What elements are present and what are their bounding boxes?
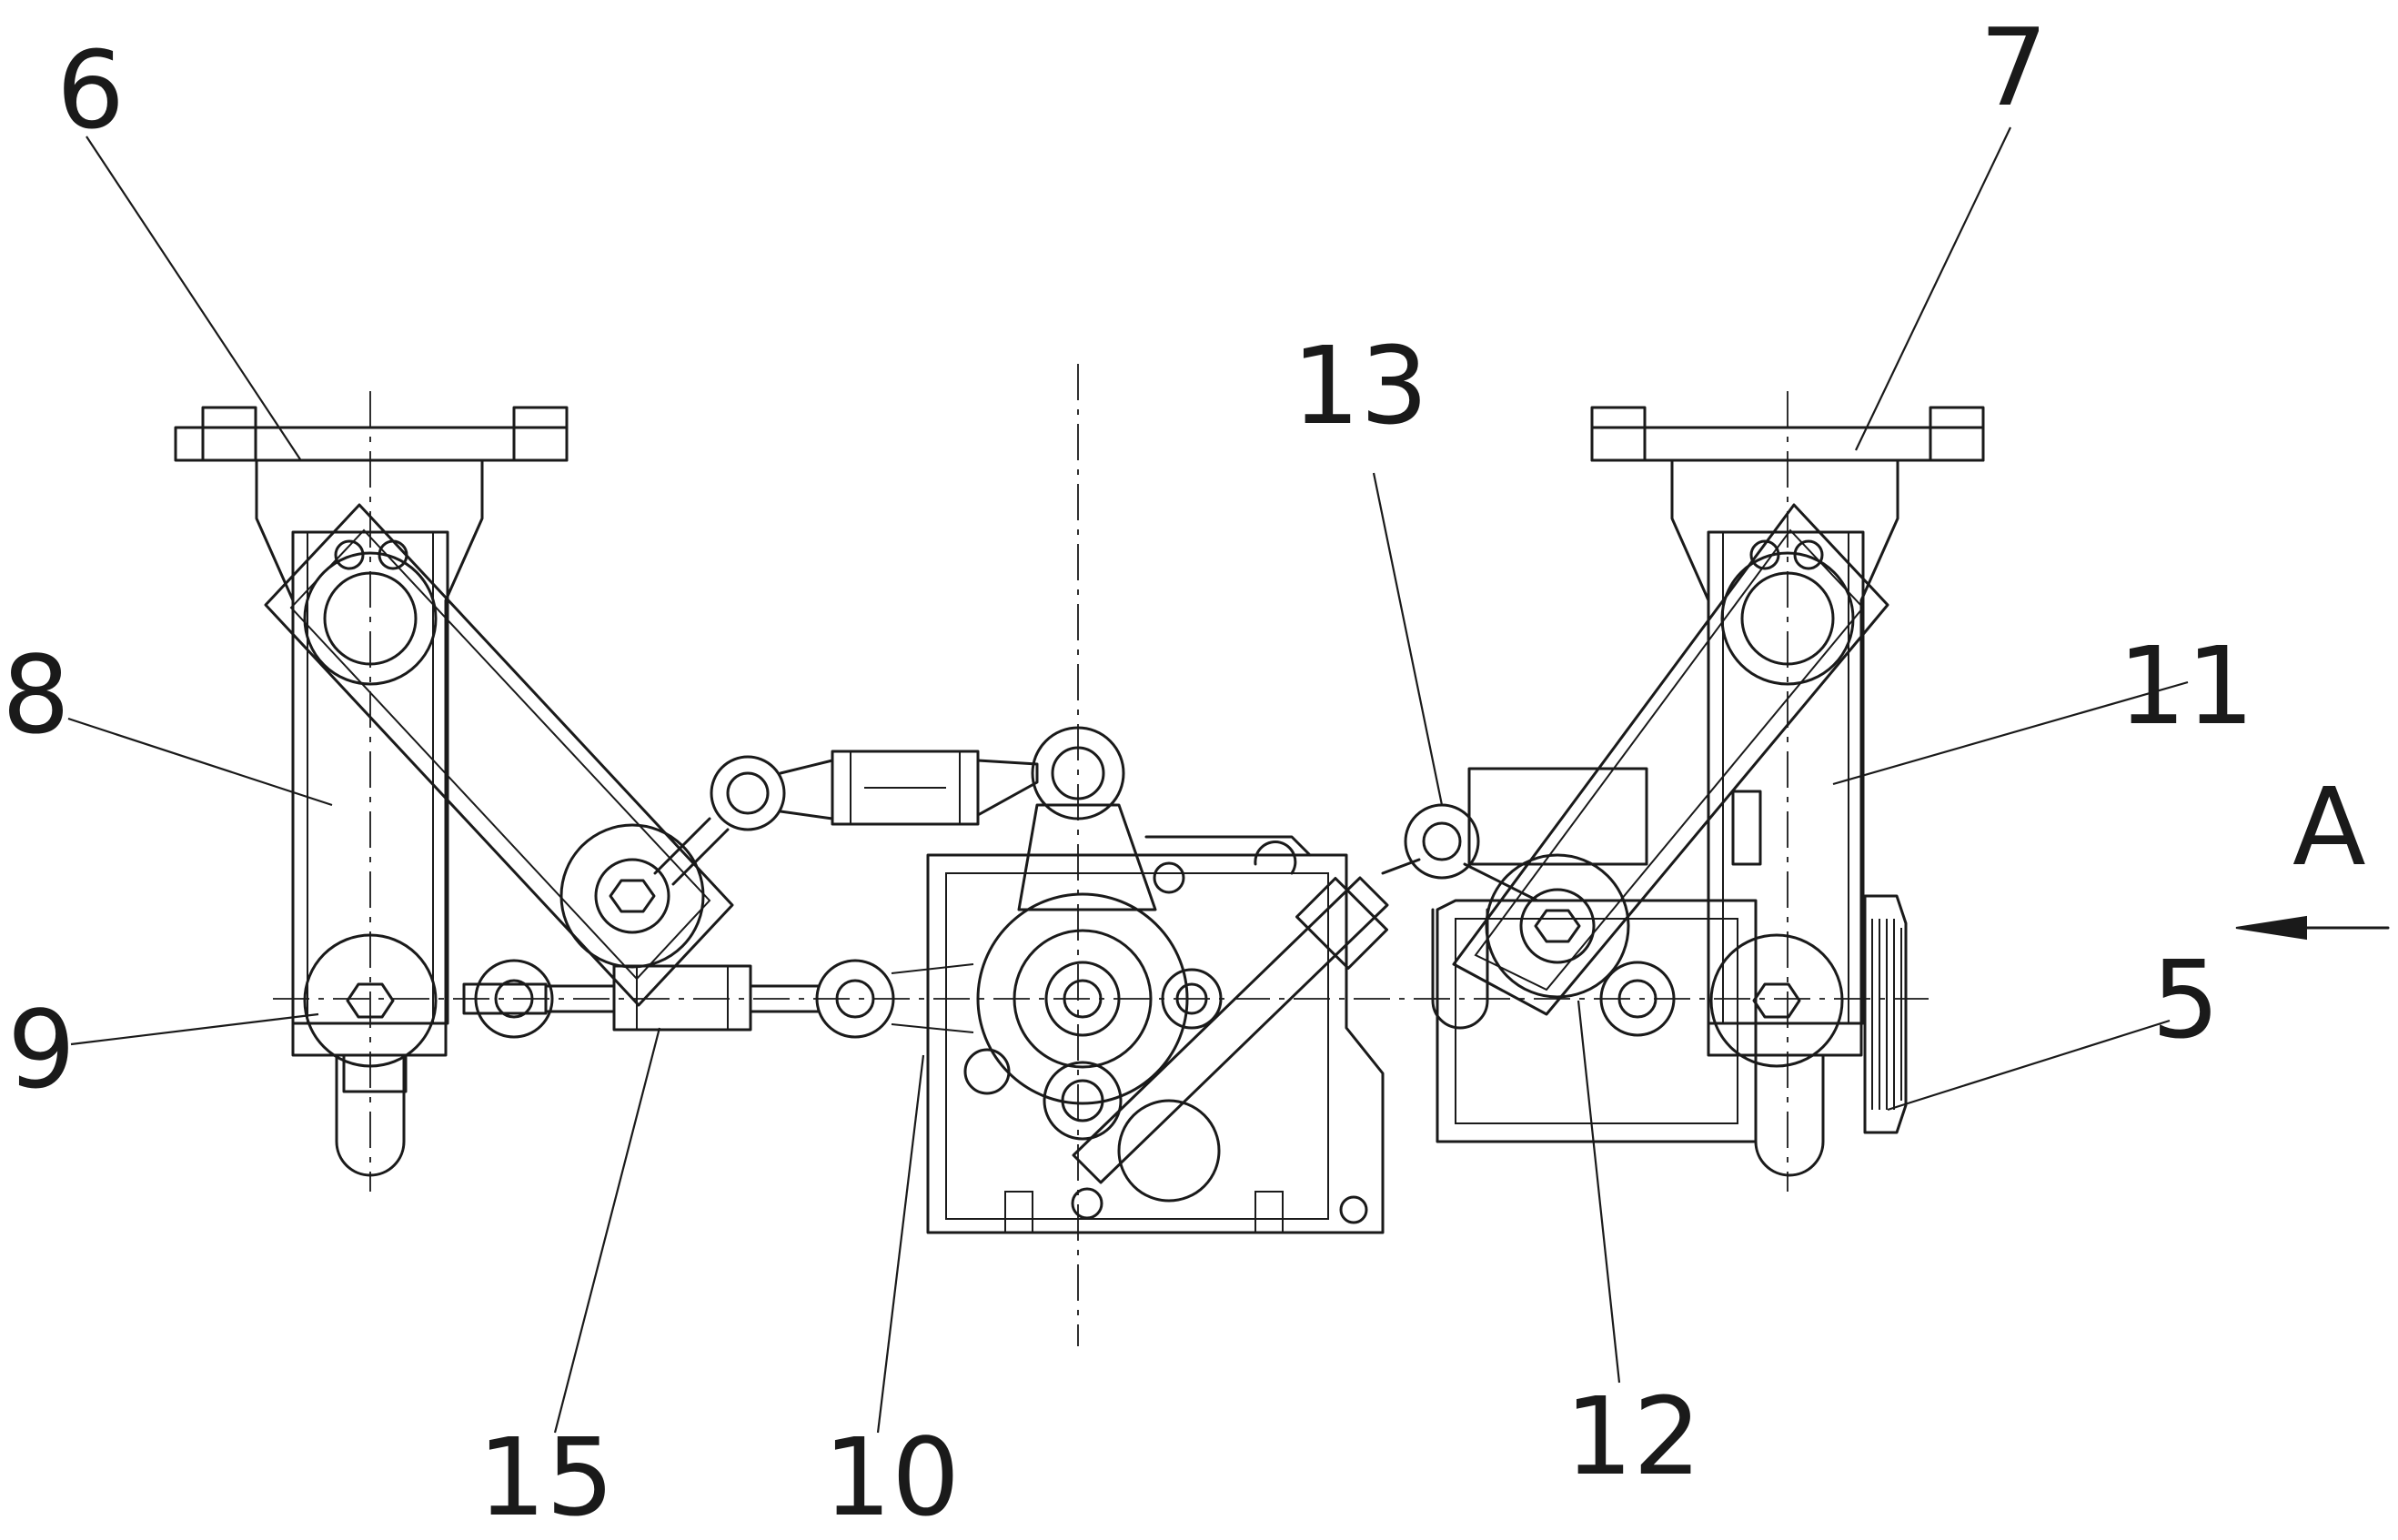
gearbox-housing <box>926 835 1385 1234</box>
callout-5: 5 <box>2151 937 2220 1062</box>
right-hanger-bracket <box>1590 406 1985 1177</box>
upper-rocker <box>1017 726 1157 1141</box>
right-actuator <box>1431 767 1908 1143</box>
callout-10: 10 <box>823 1414 960 1540</box>
callout-8: 8 <box>2 632 70 758</box>
callout-12: 12 <box>1565 1374 1701 1499</box>
lower-link-rod <box>462 959 974 1039</box>
leader-lines <box>67 126 2189 1434</box>
callout-9: 9 <box>7 987 76 1112</box>
upper-turnbuckle <box>653 750 1039 886</box>
callout-15: 15 <box>478 1414 614 1540</box>
view-arrow-label: A <box>2292 764 2366 890</box>
callout-7: 7 <box>1980 5 2048 130</box>
callout-11: 11 <box>2118 623 2254 749</box>
callout-labels: 6 7 8 9 11 13 5 15 10 12 A <box>2 5 2366 1540</box>
left-swing-arm <box>264 503 734 1007</box>
callout-6: 6 <box>56 27 125 153</box>
view-arrow-a <box>2235 915 2390 941</box>
callout-13: 13 <box>1292 323 1428 448</box>
right-swing-arm <box>1452 503 1889 1016</box>
left-hanger-bracket <box>174 406 569 1177</box>
